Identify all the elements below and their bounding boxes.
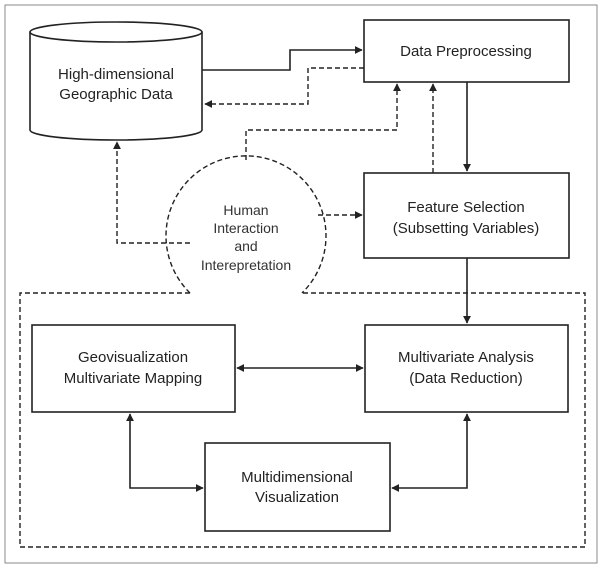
multidimensional-visualization-box: Multidimensional Visualization: [204, 442, 391, 532]
geovis-line1: Geovisualization: [78, 349, 188, 366]
multivariate-analysis-box: Multivariate Analysis (Data Reduction): [364, 324, 569, 413]
multivariate-line1: Multivariate Analysis: [398, 349, 534, 366]
feature-selection-line1: Feature Selection: [407, 199, 525, 216]
geo-data-line2: Geographic Data: [59, 86, 173, 103]
multidim-line2: Visualization: [255, 489, 339, 506]
human-line2: Interaction: [213, 220, 278, 236]
human-line3: and: [234, 238, 257, 254]
arrow-multidim-multivariate: [391, 413, 471, 492]
data-preprocessing-label: Data Preprocessing: [400, 43, 532, 60]
dashed-arrow-human-to-geo: [113, 141, 190, 244]
geovisualization-box: Geovisualization Multivariate Mapping: [31, 324, 236, 413]
dashed-arrow-human-to-preprocessing: [245, 83, 401, 160]
feature-selection-line2: (Subsetting Variables): [393, 220, 539, 237]
outer-frame: [4, 4, 598, 564]
human-line4: Interepretation: [201, 257, 291, 273]
human-interaction-label: Human Interaction and Interepretation: [201, 202, 291, 273]
geovis-line2: Multivariate Mapping: [64, 370, 202, 387]
data-preprocessing-box: Data Preprocessing: [363, 19, 570, 83]
multidim-line1: Multidimensional: [241, 469, 353, 486]
feature-selection-box: Feature Selection (Subsetting Variables): [363, 172, 570, 259]
human-line1: Human: [223, 202, 268, 218]
multivariate-line2: (Data Reduction): [409, 370, 522, 387]
dashed-arrow-preprocessing-to-geo: [204, 67, 364, 108]
geo-data-line1: High-dimensional: [58, 66, 174, 83]
arrow-geovis-multidim: [126, 413, 204, 492]
analysis-region-border: [19, 292, 586, 548]
arrow-geo-to-preprocessing: [202, 46, 363, 71]
geographic-data-cylinder: High-dimensional Geographic Data: [29, 21, 203, 141]
